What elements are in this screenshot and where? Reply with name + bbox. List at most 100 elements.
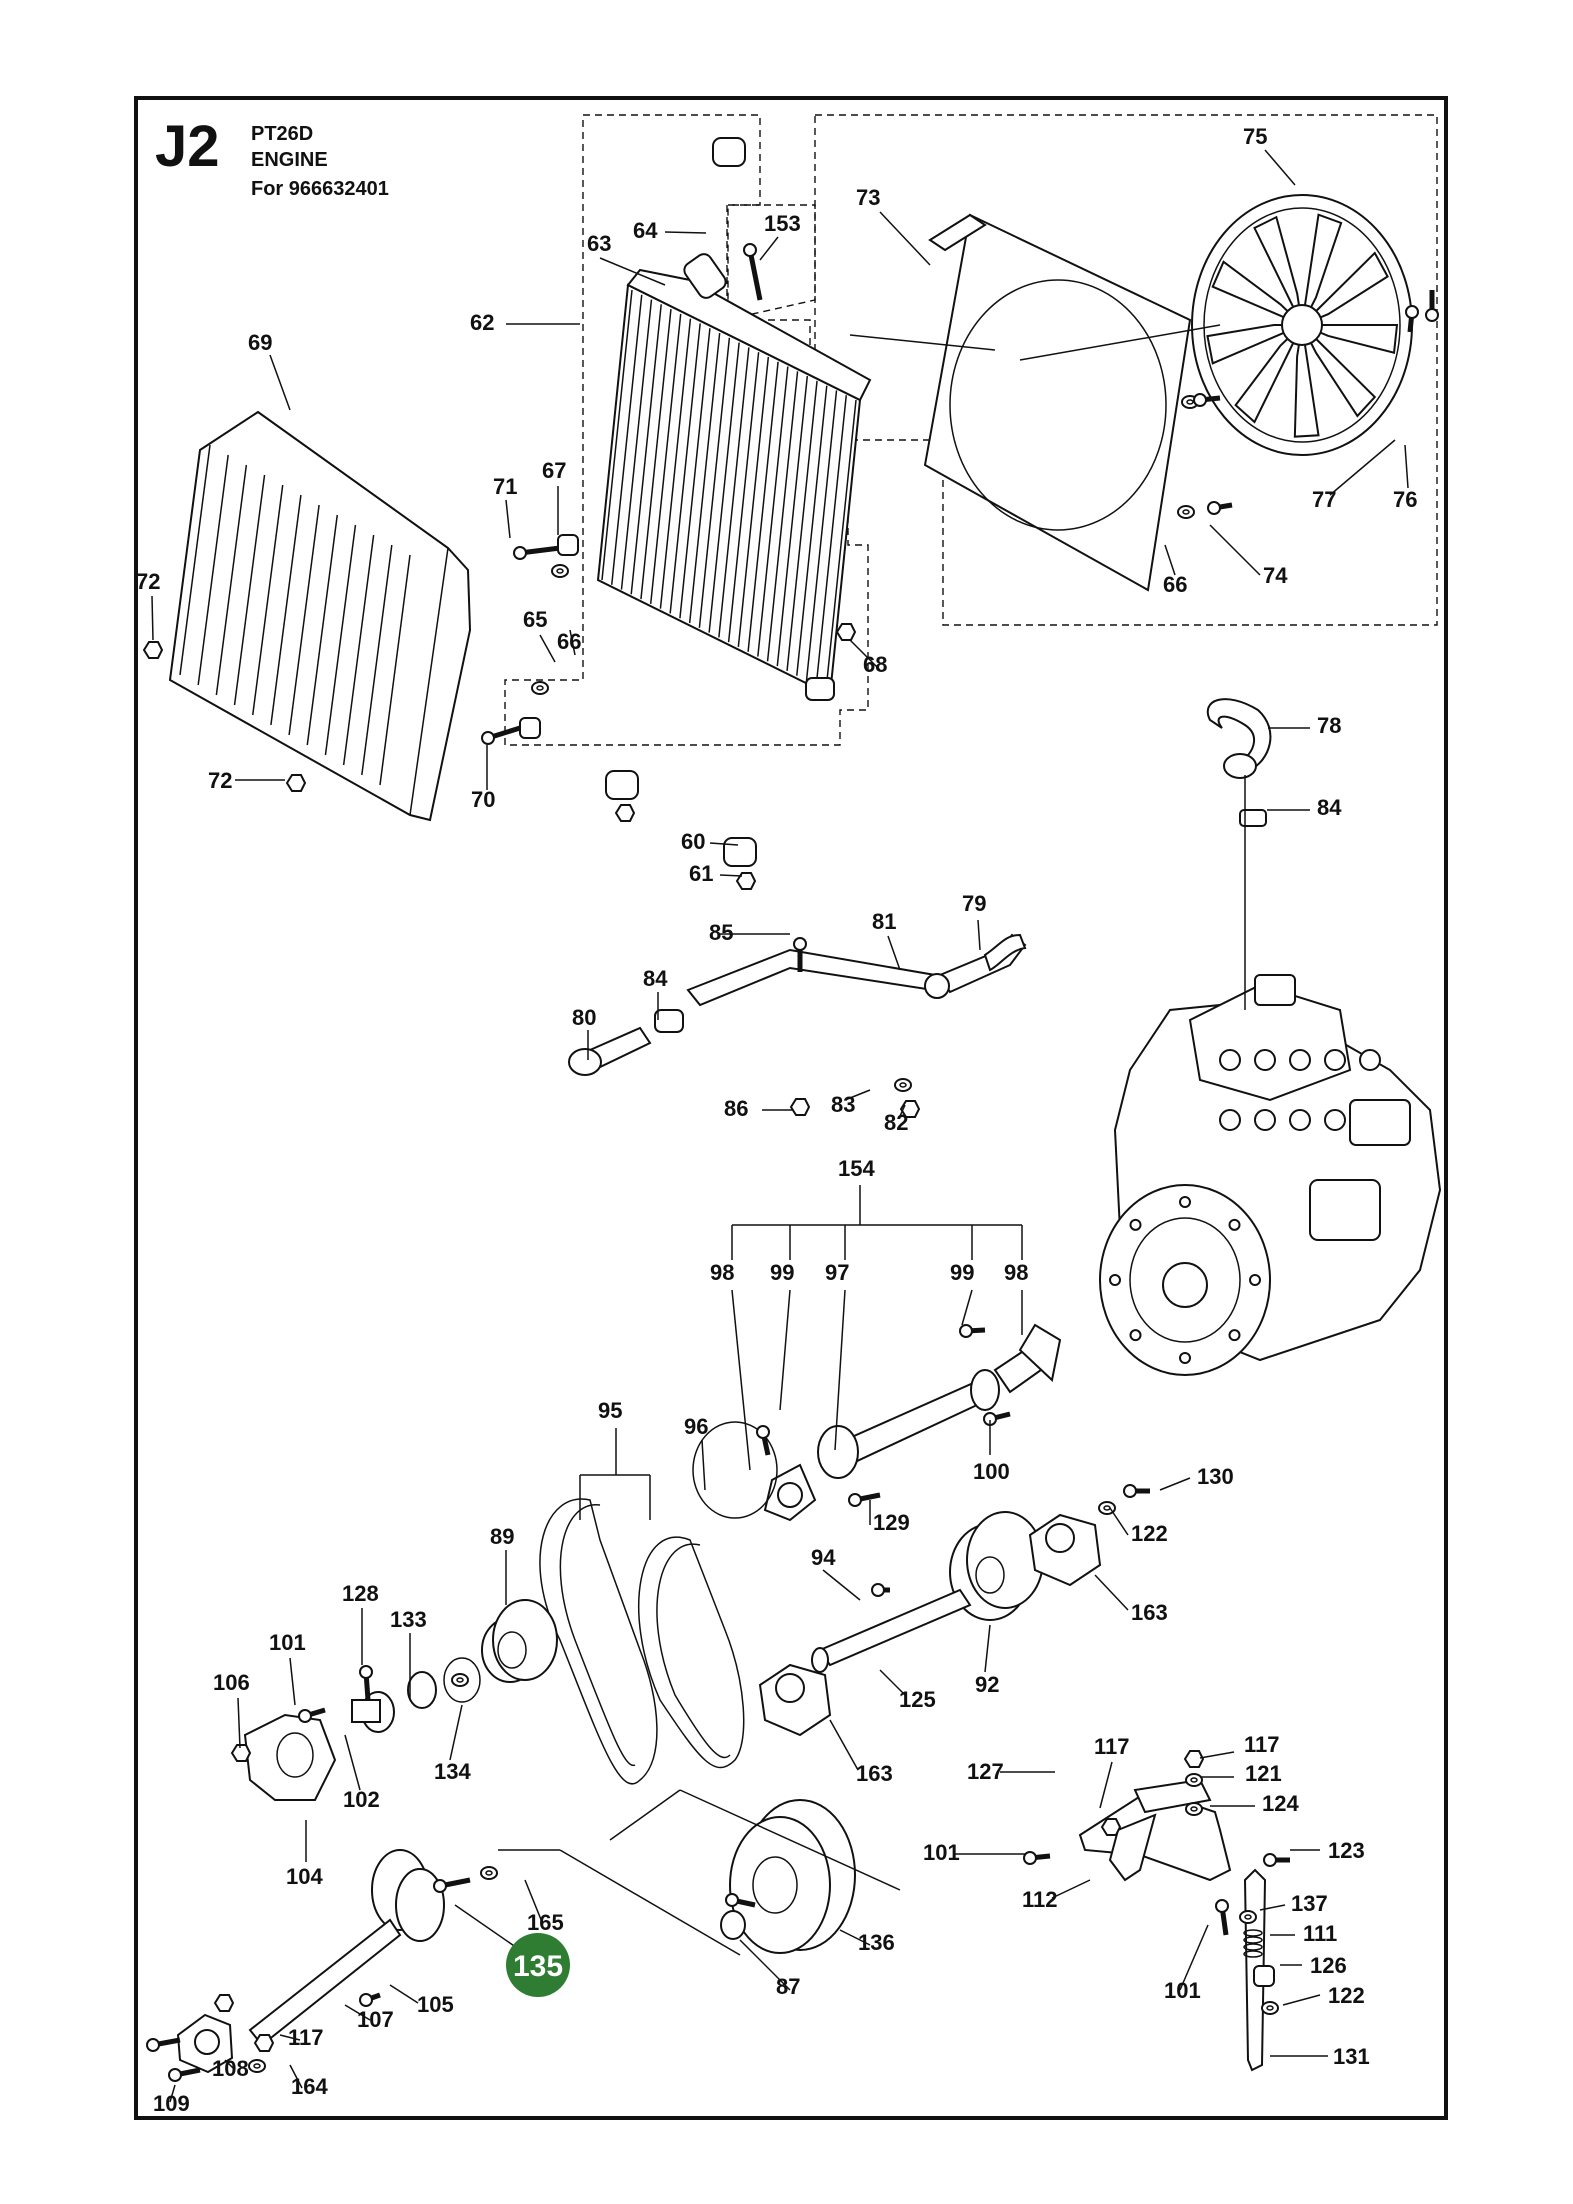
radiator-fin: [688, 332, 721, 624]
flywheel-bolt: [1179, 1352, 1191, 1364]
callout-134: 134: [434, 1759, 471, 1784]
hex-nut: [835, 623, 857, 641]
leader-line: [269, 354, 291, 411]
leader-line: [849, 334, 996, 351]
bolt-head: [1215, 1899, 1229, 1913]
leader-line: [289, 1657, 296, 1706]
bolt-head: [756, 1425, 770, 1439]
callout-125: 125: [899, 1687, 936, 1712]
leader-line: [1259, 1904, 1286, 1911]
electric-clutch: [720, 1799, 856, 1954]
callout-78: 78: [1317, 713, 1341, 738]
callout-76: 76: [1393, 487, 1417, 512]
fan-blade: [1253, 215, 1303, 326]
callout-102: 102: [343, 1787, 380, 1812]
engine-boss: [1289, 1109, 1311, 1131]
callout-72-top: 72: [136, 569, 160, 594]
leader-line: [1159, 1477, 1191, 1491]
callout-154: 154: [838, 1156, 875, 1181]
callout-108: 108: [212, 2056, 249, 2081]
callout-164: 164: [291, 2074, 328, 2099]
engine-injector-pump: [1349, 1099, 1411, 1146]
flywheel-bolt: [1109, 1274, 1121, 1286]
bolt-head: [959, 1324, 973, 1338]
washer: [451, 1673, 469, 1687]
callout-83: 83: [831, 1092, 855, 1117]
leader-line: [759, 236, 779, 261]
washer-hole: [485, 1870, 493, 1876]
radiator-fin: [601, 289, 633, 581]
leader-line: [505, 499, 511, 539]
washer: [894, 1078, 912, 1092]
highlighted-callout-135[interactable]: 135: [506, 1933, 570, 1997]
washer: [1185, 1773, 1203, 1787]
hex-nut: [285, 774, 307, 792]
radiator-fin: [805, 390, 838, 681]
leader-line: [289, 2064, 303, 2089]
radiator-fin: [708, 342, 740, 633]
radiator-fin: [757, 366, 789, 657]
leader-line: [169, 2084, 176, 2103]
bolt-head: [1193, 393, 1207, 407]
bolt-head: [168, 2068, 182, 2082]
shroud-slat: [306, 514, 339, 746]
callout-163-left: 163: [856, 1761, 893, 1786]
flywheel-bolt: [1129, 1329, 1142, 1342]
radiator-fin: [796, 385, 828, 676]
shroud-slat: [379, 554, 411, 786]
callout-85: 85: [709, 920, 733, 945]
radiator-core: [596, 253, 872, 701]
leader-line: [1179, 1924, 1209, 1991]
radiator-fin: [669, 323, 701, 614]
bolt-head: [1123, 1484, 1137, 1498]
washer: [551, 564, 569, 578]
leader-line: [237, 1697, 241, 1749]
engine-assembly: [1099, 974, 1442, 1376]
callout-123: 123: [1328, 1838, 1365, 1863]
callout-135[interactable]: 135: [513, 1950, 563, 1983]
bolt-head: [359, 1665, 373, 1679]
callout-labels: 75 73 64 153 63 62 69 67 71 72 72 65 66 …: [136, 124, 1417, 2116]
mount-cap: [723, 837, 757, 867]
bolt-head: [725, 1893, 739, 1907]
hoses-and-pipes: [568, 698, 1272, 1076]
callout-77: 77: [1312, 487, 1336, 512]
leader-line: [887, 935, 901, 971]
callout-96: 96: [684, 1414, 708, 1439]
radiator-fin: [747, 361, 779, 652]
callout-153: 153: [764, 211, 801, 236]
washer-hole: [556, 568, 564, 574]
leader-lines: [151, 149, 1409, 2103]
mount-cap: [605, 770, 639, 800]
bolt-head: [1207, 501, 1221, 515]
radiator-fin: [766, 371, 799, 662]
shroud-slat: [179, 444, 211, 676]
leader-line: [279, 2034, 301, 2041]
highlight-badge[interactable]: [506, 1933, 570, 1997]
hex-nut: [213, 1994, 235, 2012]
diagram-frame: [134, 96, 1448, 2120]
spring-coil: [1243, 1929, 1263, 1937]
callout-122-top: 122: [1131, 1521, 1168, 1546]
washer-hole: [1190, 1777, 1198, 1783]
callout-130: 130: [1197, 1464, 1234, 1489]
washer: [1239, 1910, 1257, 1924]
callout-101-mid: 101: [923, 1840, 960, 1865]
radiator-fin: [737, 356, 770, 648]
callout-84-left: 84: [643, 966, 668, 991]
leader-line: [1199, 1751, 1235, 1759]
jack-shaft: [811, 1588, 972, 1673]
leader-line: [961, 1289, 973, 1326]
radiator-fin: [679, 328, 711, 619]
callout-131: 131: [1333, 2044, 1370, 2069]
belts: [539, 1498, 745, 1785]
leader-line: [449, 1704, 463, 1761]
bolt-head: [481, 731, 495, 745]
callout-67: 67: [542, 458, 566, 483]
bolt-head: [513, 546, 527, 560]
bushing: [1253, 1965, 1275, 1987]
callout-92: 92: [975, 1672, 999, 1697]
washer: [480, 1866, 498, 1880]
flywheel-bolt: [1228, 1218, 1241, 1231]
